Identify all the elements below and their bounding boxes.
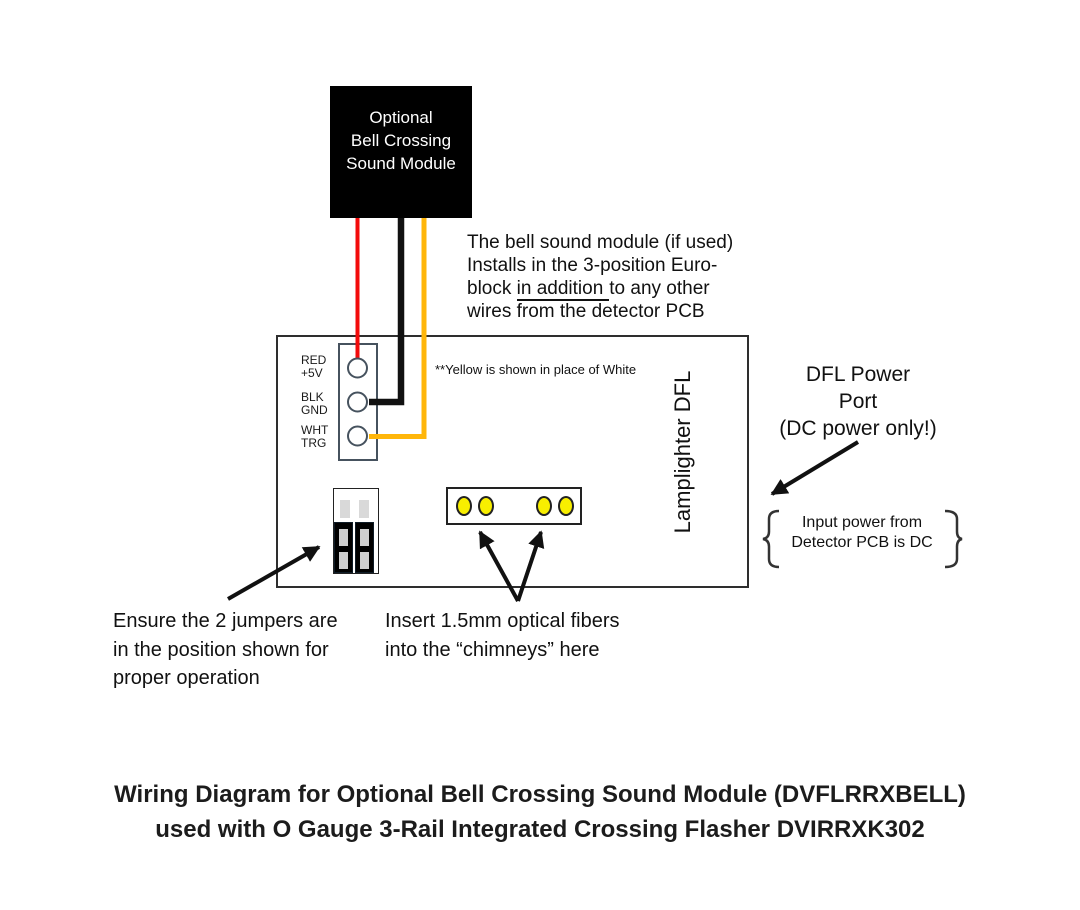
bell-module-note-underline: in addition xyxy=(516,278,610,301)
yellow-wire-note: **Yellow is shown in place of White xyxy=(435,362,637,377)
optical-fiber-holder xyxy=(446,487,582,525)
terminal-label-red-5v: RED +5V xyxy=(301,353,327,380)
chimney-hole-3 xyxy=(536,496,552,516)
fiber-instruction: Insert 1.5mm optical fibers into the “ch… xyxy=(385,610,620,661)
euro-block-3pos-terminal xyxy=(338,343,378,461)
dfl-power-arrow xyxy=(770,440,860,496)
board-name-label: Lamplighter DFL xyxy=(670,370,695,534)
chimney-hole-4 xyxy=(558,496,574,516)
jumper-slot xyxy=(360,529,369,546)
bell-module-note-line: The bell sound module (if used) xyxy=(467,232,734,253)
jumper-pad-right xyxy=(359,500,369,518)
jumper-slot xyxy=(360,552,369,569)
jumper-slot xyxy=(339,529,348,546)
chimney-hole-2 xyxy=(478,496,494,516)
bell-module-note: The bell sound module (if used) Installs… xyxy=(467,231,733,323)
input-power-note: Input power from Detector PCB is DC xyxy=(791,514,933,551)
terminal-label-wht-trg: WHT TRG xyxy=(301,423,329,450)
chimney-hole-1 xyxy=(456,496,472,516)
bell-sound-module-box: Optional Bell Crossing Sound Module xyxy=(330,86,472,218)
jumper-instruction: Ensure the 2 jumpers are in the position… xyxy=(113,610,338,689)
diagram-caption: Wiring Diagram for Optional Bell Crossin… xyxy=(114,781,966,843)
bell-module-note-text: block xyxy=(467,278,517,299)
jumper-left xyxy=(334,522,353,573)
dfl-power-port-label: DFL Power Port (DC power only!) xyxy=(779,363,937,440)
terminal-label-blk-gnd: BLK GND xyxy=(301,390,328,417)
jumper-slot xyxy=(339,552,348,569)
jumper-right xyxy=(355,522,374,573)
bell-module-note-line: wires from the detector PCB xyxy=(467,301,705,322)
jumper-pad-left xyxy=(340,500,350,518)
bell-module-note-line: Installs in the 3-position Euro- xyxy=(467,255,718,276)
bell-sound-module-label: Optional Bell Crossing Sound Module xyxy=(346,108,456,173)
bell-module-note-text: to any other xyxy=(609,278,710,299)
